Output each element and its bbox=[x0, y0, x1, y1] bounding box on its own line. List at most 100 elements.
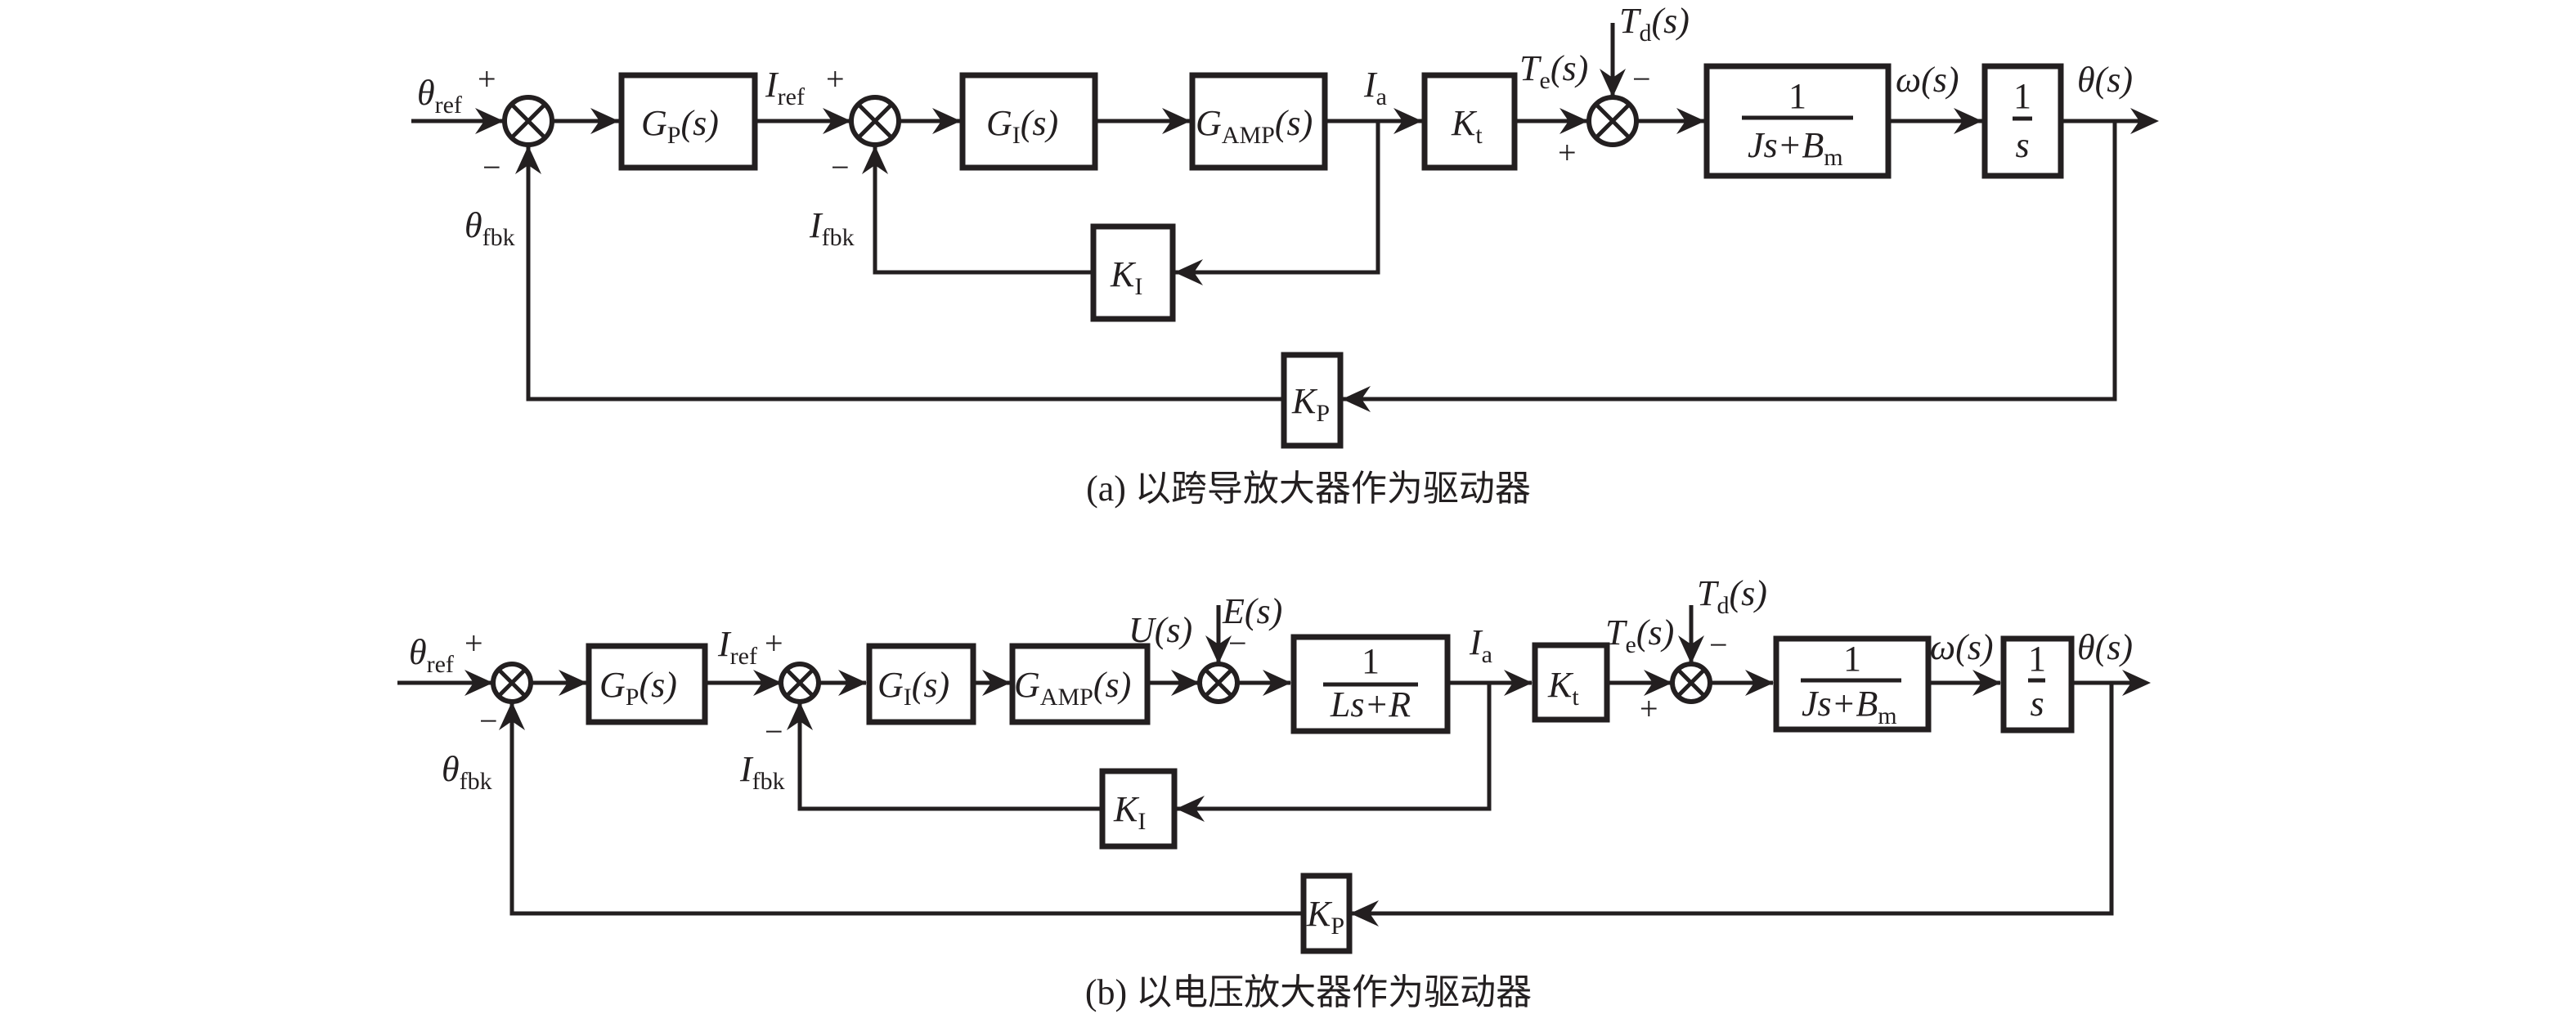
a-block-mech bbox=[1703, 63, 1892, 179]
b-sign-sum1-minus: − bbox=[479, 702, 498, 739]
a-summing-junction-2 bbox=[849, 95, 901, 147]
b-label-theta-out: θ(s) bbox=[2077, 627, 2133, 667]
a-arrowhead-sum2-input bbox=[823, 108, 851, 134]
b-arrowhead-sum3-input bbox=[1171, 670, 1200, 696]
b-label-i-fbk: Ifbk bbox=[739, 749, 785, 795]
a-block-integ-denominator: s bbox=[2015, 125, 2029, 165]
b-label-theta-fbk: θfbk bbox=[442, 749, 492, 795]
b-block-ki bbox=[1099, 768, 1178, 850]
b-block-kp-label: KP bbox=[1306, 894, 1344, 940]
a-label-i-ref: Iref bbox=[765, 65, 805, 110]
b-block-mech-numerator: 1 bbox=[1843, 639, 1861, 679]
a-block-mech-denominator: Js+Bm bbox=[1748, 125, 1843, 171]
a-label-theta-out: θ(s) bbox=[2077, 60, 2133, 100]
b-block-elec-denominator: Ls+R bbox=[1330, 684, 1411, 725]
a-summing-junction-1 bbox=[502, 95, 554, 147]
b-line-ki-to-sum2 bbox=[797, 702, 1102, 811]
b-block-integ-numerator: 1 bbox=[2028, 639, 2046, 679]
a-label-t-e: Te(s) bbox=[1519, 48, 1588, 94]
panel-a: θref + − θfbk GP(s) Iref + − Ifbk GI(s) … bbox=[411, 1, 2159, 509]
b-block-mech-denominator: Js+Bm bbox=[1802, 684, 1897, 729]
a-label-theta-ref: θref bbox=[417, 73, 462, 119]
a-line-ia-branch bbox=[1175, 121, 1380, 275]
a-label-i-fbk: Ifbk bbox=[809, 205, 855, 251]
b-block-kt-label: Kt bbox=[1547, 665, 1579, 711]
a-block-gp-label: GP(s) bbox=[641, 103, 719, 149]
a-block-gamp bbox=[1189, 72, 1328, 171]
b-arrowhead-kt-input bbox=[1504, 670, 1533, 696]
a-block-integ-numerator: 1 bbox=[2013, 76, 2031, 116]
b-arrowhead-kp-input bbox=[1350, 900, 1379, 927]
b-block-gi-label: GI(s) bbox=[877, 665, 949, 711]
b-arrowhead-sum1-input bbox=[464, 670, 493, 696]
a-arrowhead-kp-input bbox=[1342, 386, 1371, 412]
b-sign-sum4-plus: + bbox=[1640, 690, 1658, 727]
b-block-integ-denominator: s bbox=[2030, 684, 2044, 724]
b-sign-sum4-minus: − bbox=[1709, 626, 1728, 663]
a-arrowhead-ki-input bbox=[1174, 259, 1203, 285]
a-block-gi bbox=[959, 72, 1098, 171]
b-block-ki-label: KI bbox=[1113, 789, 1146, 835]
b-summing-junction-2 bbox=[779, 662, 821, 704]
a-arrowhead-sum2-feedback bbox=[862, 146, 888, 174]
a-block-mech-numerator: 1 bbox=[1788, 76, 1806, 116]
a-block-kt-label: Kt bbox=[1451, 103, 1483, 149]
a-line-kp-to-sum1 bbox=[526, 146, 1284, 402]
b-arrowhead-sum2-feedback bbox=[787, 702, 813, 730]
a-arrowhead-td bbox=[1600, 69, 1626, 97]
b-label-t-e: Te(s) bbox=[1605, 612, 1674, 658]
b-line-ia-branch bbox=[1177, 683, 1492, 811]
a-block-ki-label: KI bbox=[1110, 254, 1142, 300]
a-arrowhead-mech-input bbox=[1676, 108, 1705, 134]
panel-b: θref + − θfbk GP(s) Iref + − Ifbk GI(s) … bbox=[397, 573, 2151, 1012]
b-arrowhead-e bbox=[1205, 635, 1232, 664]
b-label-t-d: Td(s) bbox=[1697, 573, 1767, 619]
b-arrowhead-gp-input bbox=[559, 670, 587, 696]
b-arrowhead-elec-input bbox=[1263, 670, 1291, 696]
b-block-gamp-label: GAMP(s) bbox=[1014, 665, 1131, 711]
b-arrowhead-td bbox=[1678, 635, 1704, 664]
b-sign-sum2-minus: − bbox=[765, 713, 783, 750]
b-sign-sum2-plus: + bbox=[765, 625, 783, 662]
b-arrowhead-sum1-feedback bbox=[499, 702, 525, 730]
b-label-i-a: Ia bbox=[1469, 622, 1492, 668]
b-block-gp-label: GP(s) bbox=[599, 665, 677, 711]
a-sign-sum3-plus: + bbox=[1558, 134, 1577, 171]
a-label-theta-fbk: θfbk bbox=[464, 205, 515, 251]
a-arrowhead-sum1-feedback bbox=[515, 146, 541, 174]
b-sign-sum3-minus: − bbox=[1228, 625, 1247, 662]
a-block-kt bbox=[1421, 72, 1518, 171]
a-arrowhead-sum3-input bbox=[1560, 108, 1588, 134]
b-caption: (b) 以电压放大器作为驱动器 bbox=[1085, 972, 1532, 1012]
b-arrowhead-sum4-input bbox=[1644, 670, 1672, 696]
a-block-kp-label: KP bbox=[1291, 381, 1330, 427]
a-line-theta-branch bbox=[1343, 121, 2117, 402]
b-summing-junction-1 bbox=[491, 662, 533, 704]
b-summing-junction-3 bbox=[1197, 662, 1240, 704]
a-label-omega: ω(s) bbox=[1896, 60, 1959, 100]
b-label-e: E(s) bbox=[1222, 591, 1282, 631]
a-arrowhead-kt-input bbox=[1393, 108, 1422, 134]
a-arrowhead-gamp-input bbox=[1162, 108, 1191, 134]
a-arrowhead-gp-input bbox=[590, 108, 619, 134]
b-line-kp-to-sum1 bbox=[509, 702, 1304, 916]
b-arrowhead-integ-input bbox=[1972, 670, 2001, 696]
b-arrowhead-ki-input bbox=[1176, 796, 1205, 822]
b-line-theta-branch bbox=[1351, 683, 2114, 916]
a-label-i-a: Ia bbox=[1363, 65, 1387, 110]
b-arrowhead-gamp-input bbox=[982, 670, 1011, 696]
a-sign-sum1-plus: + bbox=[478, 61, 496, 97]
b-block-elec-numerator: 1 bbox=[1362, 641, 1380, 681]
b-label-theta-ref: θref bbox=[409, 632, 454, 678]
b-sign-sum1-plus: + bbox=[464, 625, 483, 662]
b-label-u: U(s) bbox=[1129, 610, 1192, 650]
a-arrowhead-output bbox=[2130, 108, 2159, 134]
b-block-integ bbox=[2000, 635, 2075, 734]
a-arrowhead-integ-input bbox=[1954, 108, 1982, 134]
a-line-ki-to-sum2 bbox=[873, 146, 1093, 275]
b-block-gamp bbox=[1009, 643, 1151, 725]
b-arrowhead-gi-input bbox=[838, 670, 867, 696]
b-arrowhead-mech-input bbox=[1745, 670, 1774, 696]
a-block-gamp-label: GAMP(s) bbox=[1196, 103, 1313, 149]
